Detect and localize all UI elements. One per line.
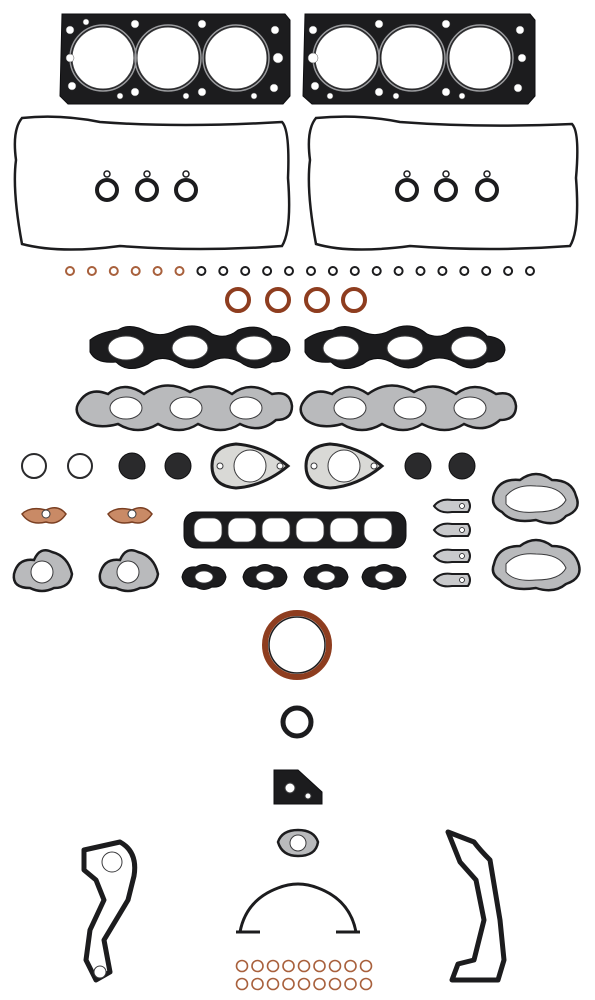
o-ring-1 bbox=[65, 266, 75, 276]
o-ring-15 bbox=[371, 266, 382, 276]
turbo-oil-gasket-left bbox=[21, 507, 67, 524]
washer-15 bbox=[313, 977, 326, 991]
washer-4 bbox=[282, 959, 295, 973]
o-ring-4 bbox=[130, 266, 141, 276]
o-ring-3 bbox=[108, 266, 119, 276]
o-ring-8 bbox=[218, 266, 229, 276]
thermostat-plate-gasket bbox=[273, 769, 323, 805]
plug-2 bbox=[164, 452, 192, 480]
washer-7 bbox=[328, 959, 342, 973]
o-ring-11 bbox=[284, 266, 294, 276]
o-ring-17 bbox=[415, 266, 426, 276]
exhaust-flange-gasket-left bbox=[210, 442, 291, 490]
washer-17 bbox=[344, 977, 357, 991]
tube-seal-5 bbox=[434, 170, 458, 202]
cam-seal-1 bbox=[225, 287, 251, 313]
washer-6 bbox=[313, 959, 326, 973]
valve-cover-gasket-right bbox=[307, 115, 579, 251]
washer-10 bbox=[235, 977, 249, 991]
tab-gasket-4 bbox=[432, 572, 471, 588]
washer-o-rings bbox=[235, 959, 373, 991]
cam-seal-3 bbox=[304, 287, 330, 313]
turbo-gasket-upper bbox=[491, 472, 579, 525]
valve-cover-gasket-left bbox=[13, 115, 291, 251]
round-seal-2 bbox=[67, 453, 93, 479]
egr-gasket-2 bbox=[242, 564, 288, 590]
washer-5 bbox=[297, 959, 311, 973]
exhaust-manifold-gasket-right bbox=[299, 384, 518, 432]
o-ring-14 bbox=[349, 266, 360, 276]
o-ring-19 bbox=[459, 266, 470, 276]
tab-gasket-3 bbox=[432, 548, 471, 564]
washer-13 bbox=[282, 977, 295, 991]
cam-seal-4 bbox=[341, 287, 367, 313]
intake-manifold-gasket-left bbox=[89, 325, 291, 369]
front-crank-seal bbox=[280, 705, 314, 739]
plenum-gasket bbox=[183, 511, 407, 549]
small-tab-gaskets bbox=[432, 498, 471, 588]
throttle-gasket-right bbox=[98, 549, 160, 593]
o-ring-9 bbox=[240, 266, 251, 276]
turbo-oil-gasket-right bbox=[107, 507, 153, 524]
cam-seal-2 bbox=[265, 287, 291, 313]
washer-9 bbox=[359, 959, 373, 973]
o-ring-13 bbox=[327, 266, 338, 276]
exhaust-manifold-gasket-left bbox=[75, 384, 294, 432]
turbo-gasket-lower bbox=[491, 538, 581, 592]
tube-seal-2 bbox=[135, 170, 159, 202]
rear-main-seal bbox=[262, 610, 332, 680]
tab-gasket-2 bbox=[432, 522, 471, 538]
timing-cover-gasket-left bbox=[81, 839, 138, 983]
o-ring-7 bbox=[196, 266, 207, 276]
o-ring-21 bbox=[503, 266, 514, 276]
egr-gaskets bbox=[181, 564, 407, 590]
tube-seal-6 bbox=[475, 170, 499, 202]
egr-gasket-4 bbox=[361, 564, 407, 590]
plug-3 bbox=[404, 452, 432, 480]
washer-2 bbox=[251, 959, 264, 973]
throttle-gasket-left bbox=[12, 549, 74, 593]
washer-12 bbox=[266, 977, 280, 991]
washer-8 bbox=[344, 959, 357, 973]
o-ring-10 bbox=[262, 266, 273, 276]
tube-seal-1 bbox=[95, 170, 119, 202]
oil-pan-gasket-segment bbox=[236, 882, 360, 934]
o-ring-18 bbox=[437, 266, 448, 276]
o-ring-22 bbox=[525, 266, 535, 276]
timing-cover-gasket-right bbox=[445, 829, 507, 983]
washer-16 bbox=[328, 977, 342, 991]
o-ring-16 bbox=[393, 266, 404, 276]
tube-seal-3 bbox=[174, 170, 198, 202]
washer-14 bbox=[297, 977, 311, 991]
o-ring-20 bbox=[481, 266, 492, 276]
camshaft-seals bbox=[225, 287, 367, 313]
plug-4 bbox=[448, 452, 476, 480]
tab-gasket-1 bbox=[432, 498, 471, 514]
o-ring-6 bbox=[174, 266, 185, 276]
washer-18 bbox=[359, 977, 373, 991]
egr-gasket-1 bbox=[181, 564, 227, 590]
o-ring-2 bbox=[86, 266, 97, 276]
water-outlet-gasket bbox=[276, 828, 320, 858]
round-seal-1 bbox=[21, 453, 47, 479]
washer-11 bbox=[251, 977, 264, 991]
egr-gasket-3 bbox=[303, 564, 349, 590]
o-ring-5 bbox=[152, 266, 163, 276]
small-o-ring-row bbox=[65, 266, 535, 276]
spark-plug-tube-seals bbox=[95, 170, 499, 202]
head-gasket-right bbox=[302, 13, 536, 105]
plug-1 bbox=[118, 452, 146, 480]
intake-manifold-gasket-right bbox=[304, 325, 506, 369]
head-gasket-left bbox=[59, 13, 291, 105]
washer-3 bbox=[266, 959, 280, 973]
washer-1 bbox=[235, 959, 249, 973]
exhaust-flange-gasket-right bbox=[304, 442, 385, 490]
o-ring-12 bbox=[306, 266, 316, 276]
tube-seal-4 bbox=[395, 170, 419, 202]
